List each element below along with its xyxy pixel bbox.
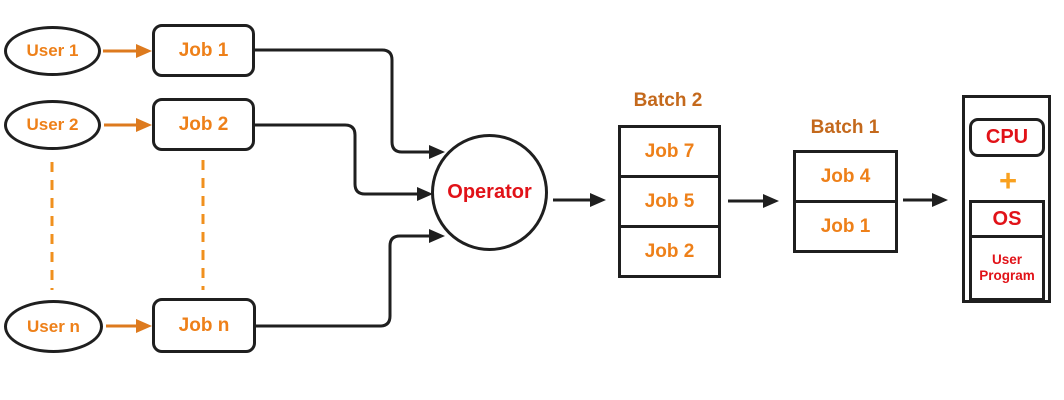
job-n-label: Job n — [178, 314, 230, 336]
user-program-label: User Program — [979, 252, 1035, 283]
user-1-ellipse: User 1 — [4, 26, 101, 76]
job-n-box: Job n — [152, 298, 256, 353]
job-2-box: Job 2 — [152, 98, 255, 151]
stage-arrows — [553, 193, 948, 208]
cpu-label: CPU — [985, 126, 1029, 148]
batch-1-job-1: Job 1 — [820, 215, 871, 237]
batch-2-cell: Job 5 — [618, 175, 721, 228]
batch-2-stack: Job 7 Job 5 Job 2 — [618, 125, 721, 278]
cpu-box: CPU — [969, 118, 1045, 157]
batch-1-cell: Job 1 — [793, 200, 898, 253]
batch-1-job-4: Job 4 — [820, 165, 871, 187]
os-label: OS — [992, 207, 1022, 230]
job-1-box: Job 1 — [152, 24, 255, 77]
user-program-box: User Program — [969, 235, 1045, 301]
batch-1-title: Batch 1 — [810, 117, 880, 138]
batch-2-cell: Job 7 — [618, 125, 721, 178]
job-2-label: Job 2 — [178, 113, 229, 135]
operator-circle: Operator — [431, 134, 548, 251]
job-1-label: Job 1 — [178, 39, 229, 61]
user-1-label: User 1 — [26, 41, 79, 60]
user-to-job-arrows — [103, 44, 152, 333]
job-to-operator-arrowheads — [417, 145, 445, 243]
batch-2-title: Batch 2 — [633, 90, 703, 111]
batch-1-cell: Job 4 — [793, 150, 898, 203]
user-n-ellipse: User n — [4, 300, 103, 353]
batch-2-cell: Job 2 — [618, 225, 721, 278]
plus-sign: + — [998, 163, 1018, 198]
dashed-ellipsis-lines — [50, 160, 205, 290]
os-box: OS — [969, 200, 1045, 238]
batch-1-stack: Job 4 Job 1 — [793, 150, 898, 253]
user-2-label: User 2 — [26, 115, 79, 134]
batch-2-job-7: Job 7 — [644, 140, 695, 162]
batch-2-job-2: Job 2 — [644, 240, 695, 262]
job-to-operator-arrows — [255, 48, 429, 328]
batch-2-job-5: Job 5 — [644, 190, 695, 212]
user-n-label: User n — [27, 316, 80, 336]
operator-label: Operator — [447, 181, 532, 203]
user-2-ellipse: User 2 — [4, 100, 101, 150]
